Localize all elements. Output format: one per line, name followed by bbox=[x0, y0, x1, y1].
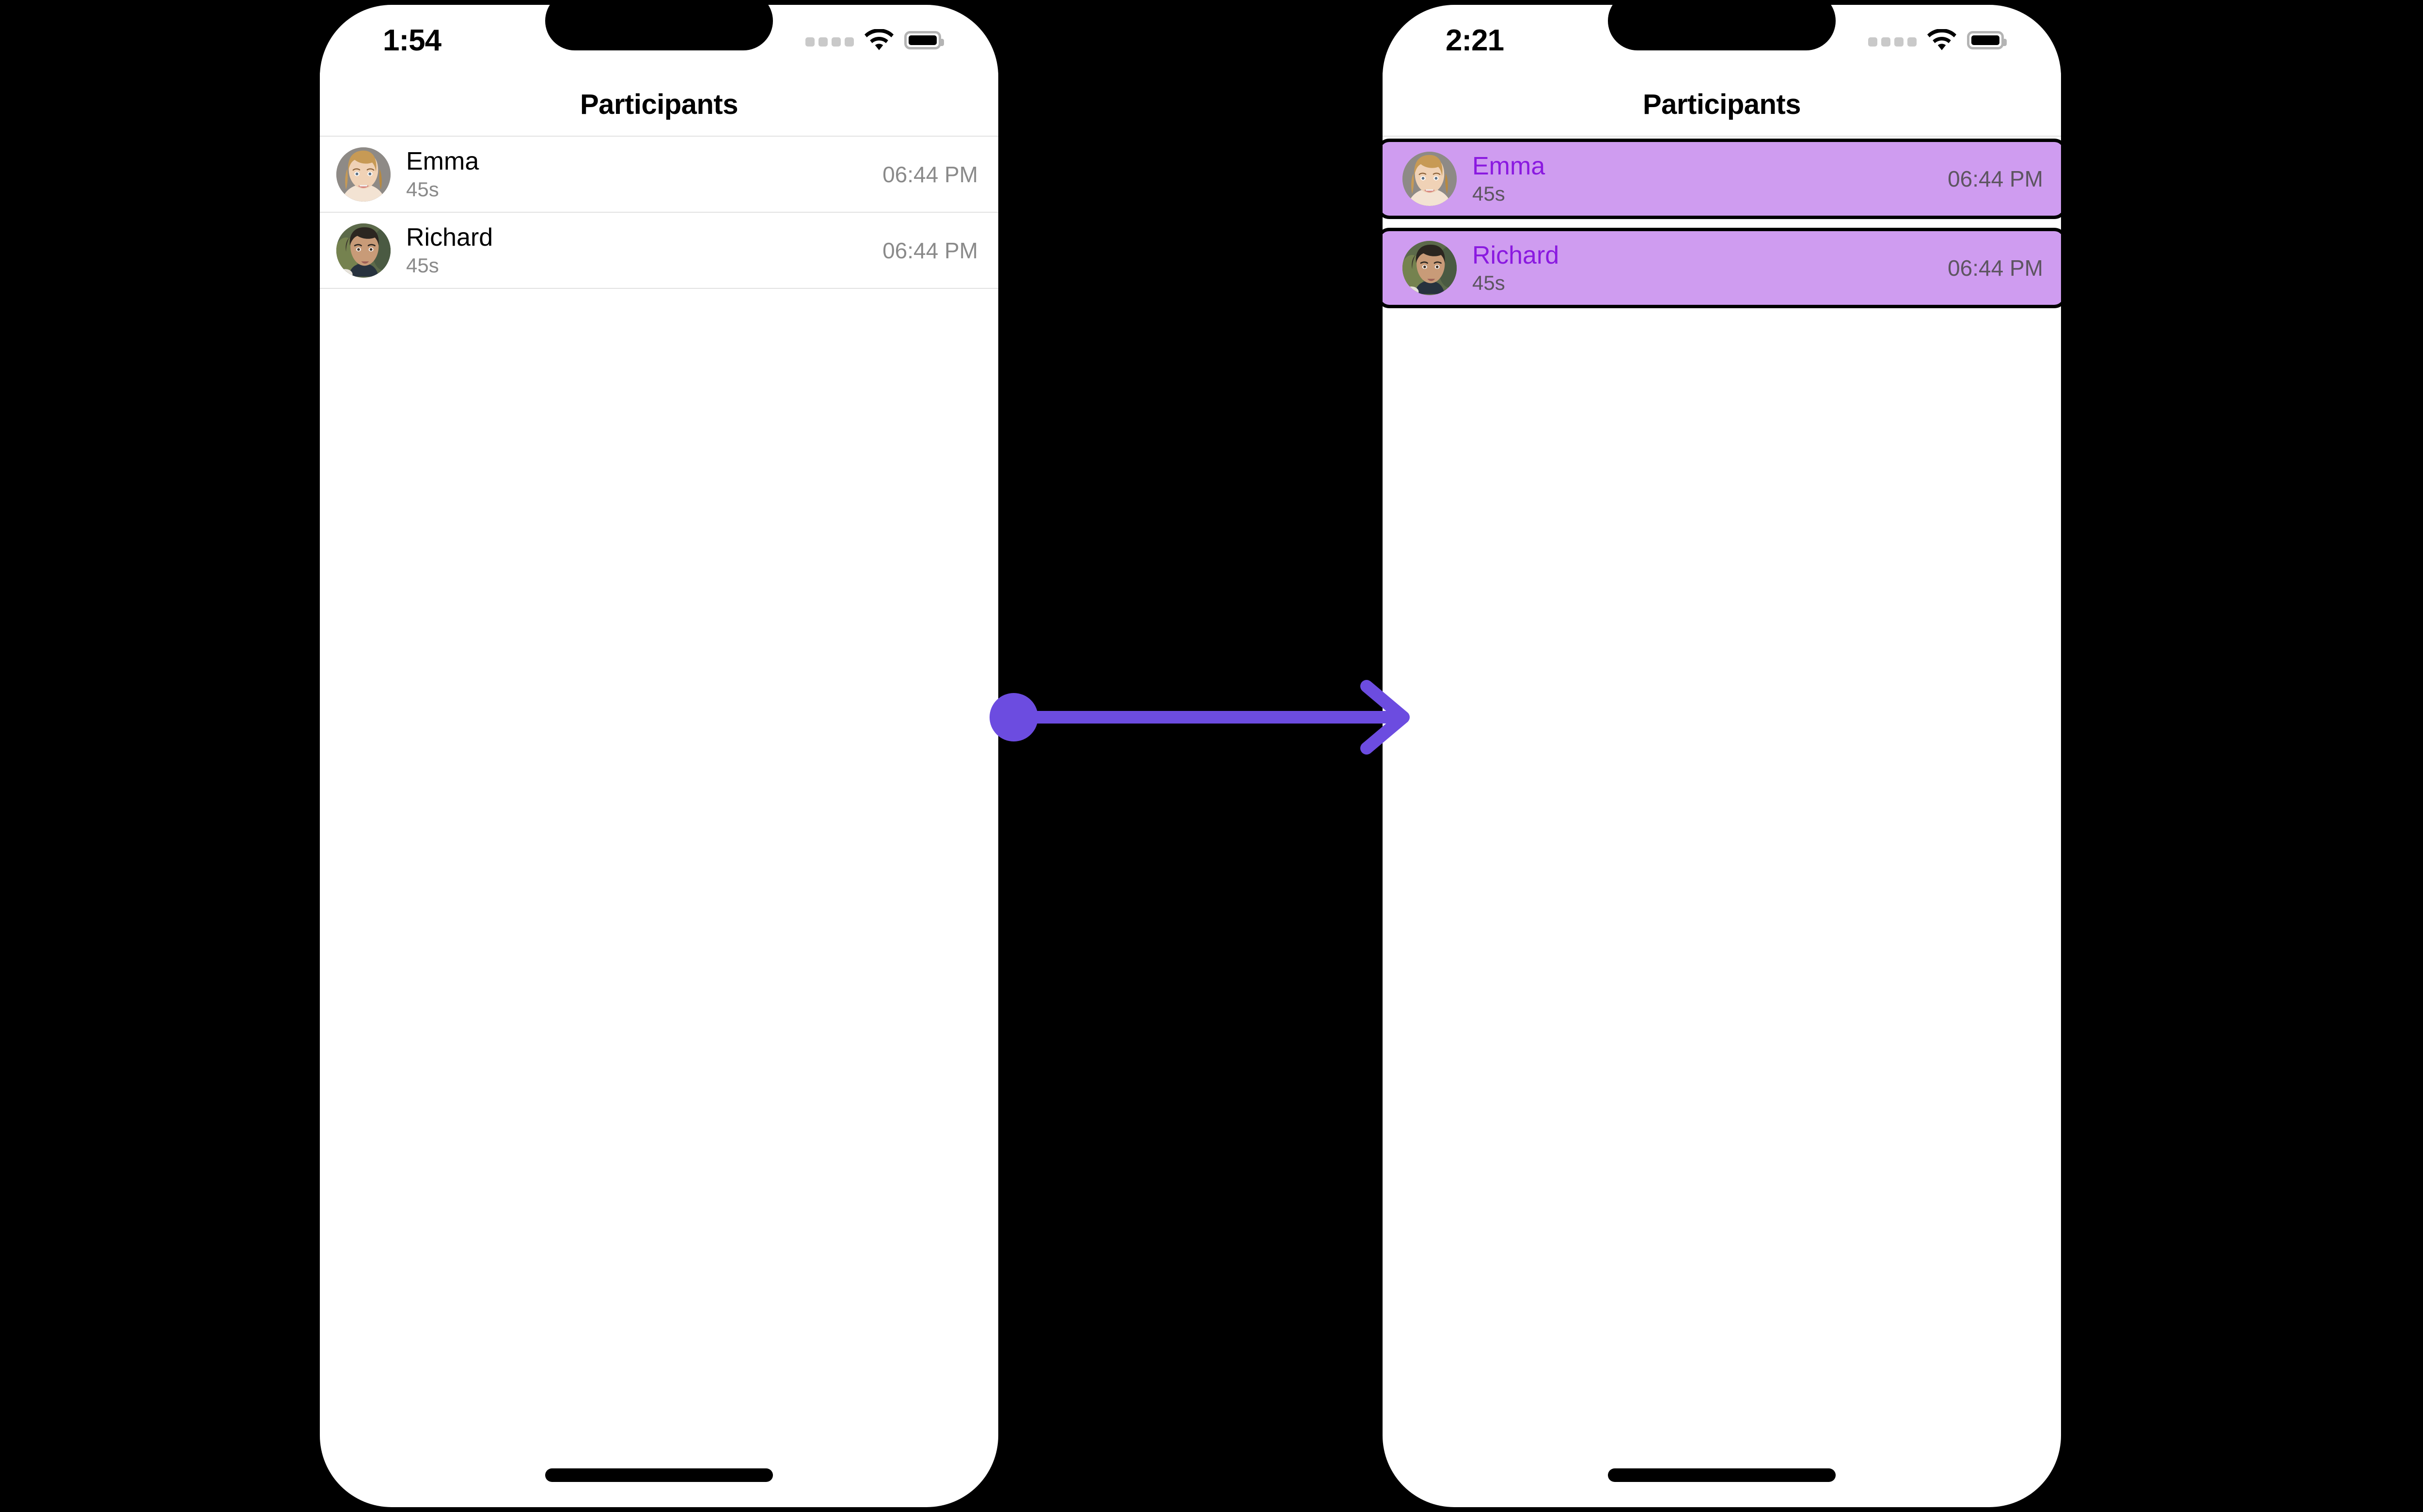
participant-duration: 45s bbox=[406, 177, 439, 201]
participants-list-after: Emma 45s 06:44 PM bbox=[1383, 137, 2061, 308]
cellular-dots-icon bbox=[1868, 34, 1917, 47]
participant-name: Richard bbox=[1472, 241, 1559, 269]
row-separator bbox=[320, 212, 998, 213]
participant-row-emma[interactable]: Emma 45s 06:44 PM bbox=[320, 137, 998, 212]
participant-text: Richard 45s bbox=[1472, 242, 1559, 294]
avatar-emma bbox=[336, 147, 391, 202]
wifi-icon bbox=[865, 29, 894, 50]
participant-row-richard-selected[interactable]: Richard 45s 06:44 PM bbox=[1383, 228, 2061, 308]
nav-separator bbox=[1383, 136, 2061, 137]
participants-list-before: Emma 45s 06:44 PM bbox=[320, 137, 998, 289]
status-clock: 2:21 bbox=[1446, 24, 1504, 57]
avatar-emma bbox=[1402, 152, 1457, 206]
avatar-richard bbox=[336, 223, 391, 278]
arrow-right-icon bbox=[990, 680, 1410, 755]
avatar-richard bbox=[1402, 241, 1457, 295]
phone-before: 1:54 Participants bbox=[320, 5, 998, 1507]
participant-name: Emma bbox=[406, 147, 479, 176]
participant-row-emma-selected[interactable]: Emma 45s 06:44 PM bbox=[1383, 139, 2061, 219]
participant-duration: 45s bbox=[1472, 271, 1505, 295]
participant-text: Richard 45s bbox=[406, 224, 493, 276]
home-indicator[interactable] bbox=[545, 1468, 773, 1482]
status-bar-after: 2:21 bbox=[1383, 5, 2061, 73]
participant-row-richard[interactable]: Richard 45s 06:44 PM bbox=[320, 213, 998, 288]
participant-time: 06:44 PM bbox=[882, 237, 978, 263]
home-indicator[interactable] bbox=[1608, 1468, 1836, 1482]
cellular-dots-icon bbox=[805, 34, 854, 47]
nav-bar-after: Participants bbox=[1383, 73, 2061, 136]
participant-name: Richard bbox=[406, 223, 493, 252]
phone-after: 2:21 Participants bbox=[1383, 5, 2061, 1507]
participant-duration: 45s bbox=[1472, 182, 1505, 205]
participant-time: 06:44 PM bbox=[1948, 255, 2043, 281]
wifi-icon bbox=[1927, 29, 1956, 50]
status-clock: 1:54 bbox=[383, 24, 441, 57]
participant-time: 06:44 PM bbox=[882, 161, 978, 187]
participant-name: Emma bbox=[1472, 152, 1545, 180]
nav-separator bbox=[320, 136, 998, 137]
participant-time: 06:44 PM bbox=[1948, 166, 2043, 191]
participant-duration: 45s bbox=[406, 253, 439, 277]
page-title: Participants bbox=[580, 88, 739, 120]
status-icons bbox=[805, 29, 944, 51]
battery-full-icon bbox=[1967, 31, 2007, 49]
nav-bar-before: Participants bbox=[320, 73, 998, 136]
battery-full-icon bbox=[904, 31, 944, 49]
dynamic-island bbox=[545, 5, 773, 50]
participant-text: Emma 45s bbox=[1472, 153, 1545, 205]
status-bar-before: 1:54 bbox=[320, 5, 998, 73]
row-separator bbox=[320, 288, 998, 289]
dynamic-island bbox=[1608, 5, 1836, 50]
page-title: Participants bbox=[1643, 88, 1801, 120]
status-icons bbox=[1868, 29, 2007, 51]
participant-text: Emma 45s bbox=[406, 148, 479, 200]
